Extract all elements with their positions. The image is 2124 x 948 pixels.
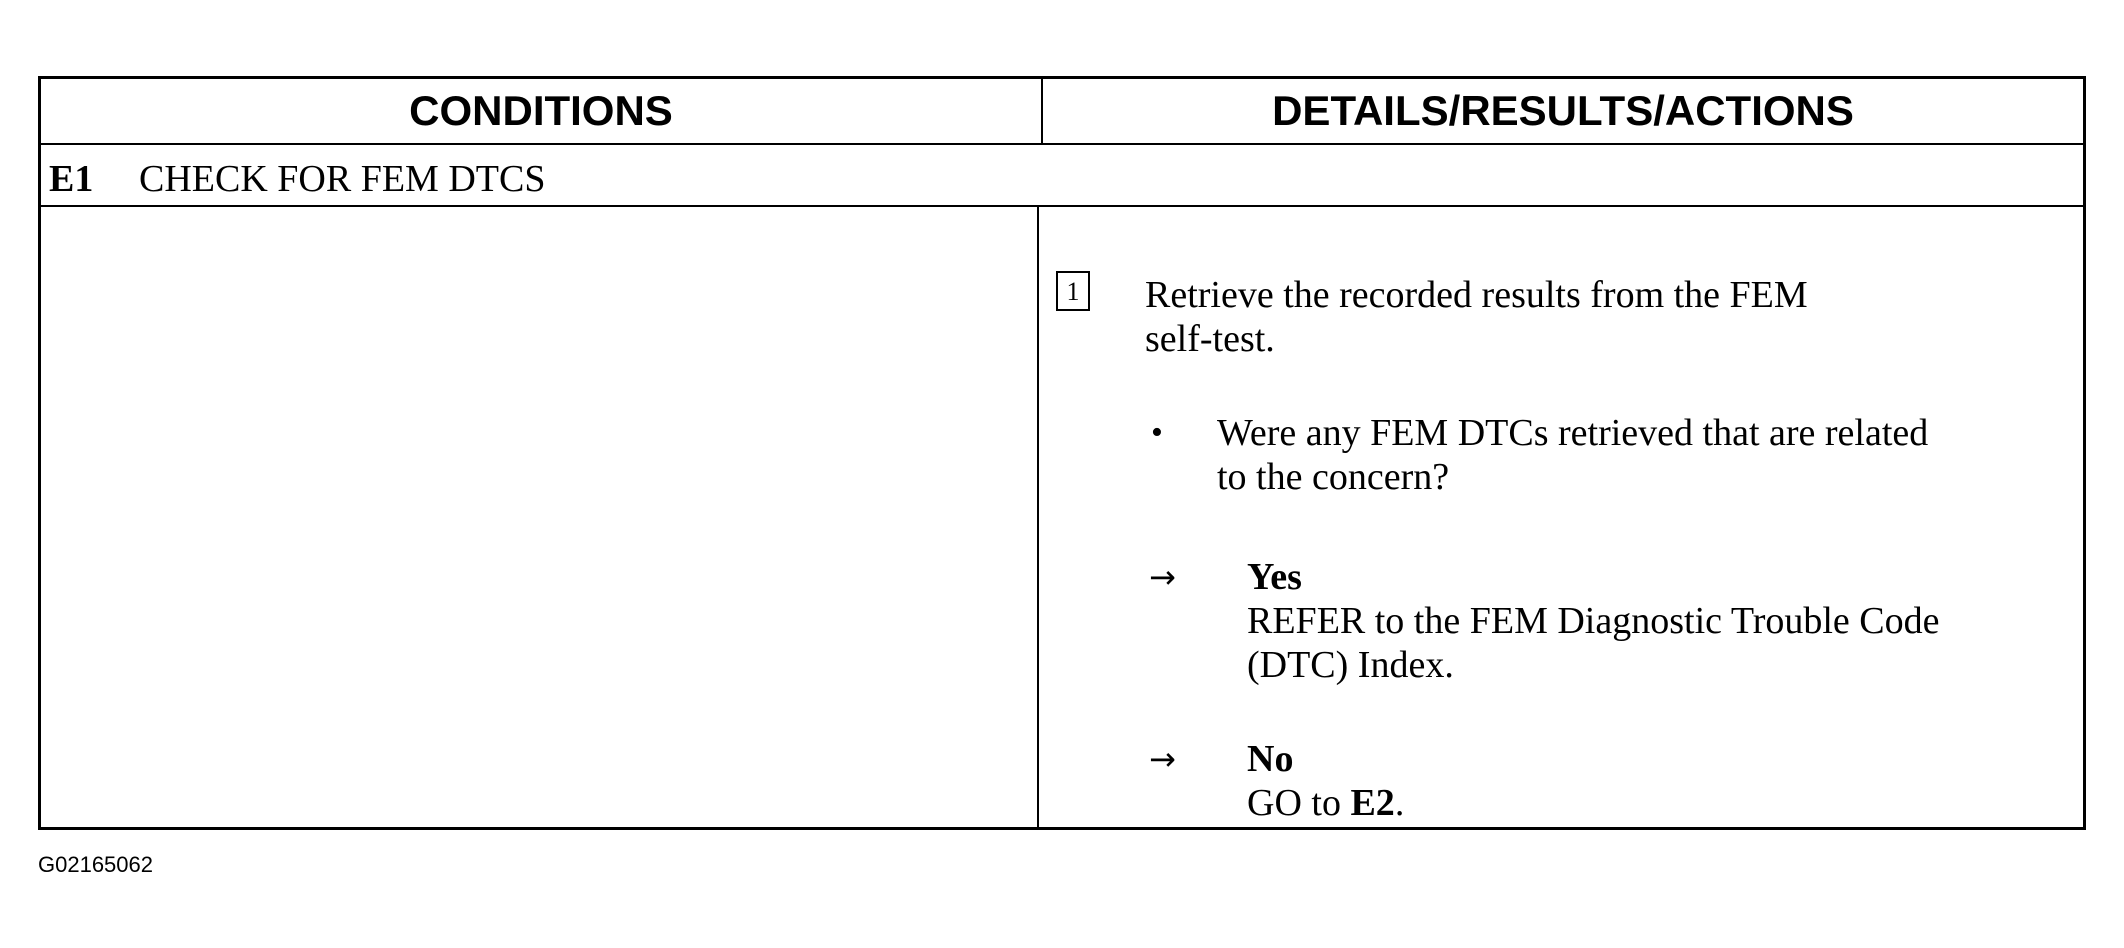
yes-action-line-2: (DTC) Index. [1247,644,1454,686]
header-divider [1041,79,1043,143]
question-line-1: Were any FEM DTCs retrieved that are rel… [1217,412,1929,454]
step-row-bottom-rule [41,205,2083,207]
right-arrow-icon: → [1149,740,1176,778]
step-title-row: E1 CHECK FOR FEM DTCS [49,155,545,203]
body-divider [1037,205,1039,827]
no-label: No [1247,738,1294,780]
details-header: DETAILS/RESULTS/ACTIONS [1272,87,1854,134]
no-action-prefix: GO to [1247,782,1341,824]
conditions-header: CONDITIONS [409,87,673,134]
yes-action-line-1: REFER to the FEM Diagnostic Trouble Code [1247,600,1940,642]
instruction-line-2: self-test. [1145,318,1275,360]
bullet-dot-icon: • [1151,414,1163,451]
step-title: CHECK FOR FEM DTCS [139,158,546,200]
no-action-line: GO to E2. [1247,781,1404,825]
step-id: E1 [49,158,94,200]
right-arrow-icon: → [1149,558,1176,596]
yes-label: Yes [1247,556,1302,598]
header-bottom-rule [41,143,2083,145]
no-action-target: E2 [1350,782,1395,824]
instruction-line-1: Retrieve the recorded results from the F… [1145,274,1808,316]
no-action-suffix: . [1394,782,1405,824]
diagnostic-table: CONDITIONS DETAILS/RESULTS/ACTIONS E1 CHE… [38,76,2086,830]
figure-id: G02165062 [38,852,153,877]
substep-number-box: 1 [1056,271,1090,311]
question-line-2: to the concern? [1217,456,1450,498]
